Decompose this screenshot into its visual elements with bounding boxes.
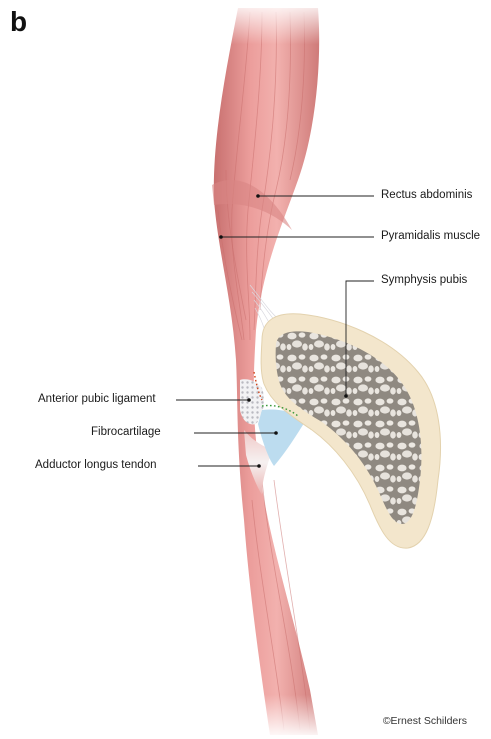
copyright-credit: ©Ernest Schilders xyxy=(383,715,467,727)
label-adductor-longus-tendon: Adductor longus tendon xyxy=(35,460,156,472)
label-pyramidalis-muscle: Pyramidalis muscle xyxy=(381,231,480,243)
label-anterior-pubic-ligament: Anterior pubic ligament xyxy=(38,394,156,406)
label-symphysis-pubis: Symphysis pubis xyxy=(381,275,467,287)
label-rectus-abdominis: Rectus abdominis xyxy=(381,190,472,202)
label-fibrocartilage: Fibrocartilage xyxy=(91,427,161,439)
